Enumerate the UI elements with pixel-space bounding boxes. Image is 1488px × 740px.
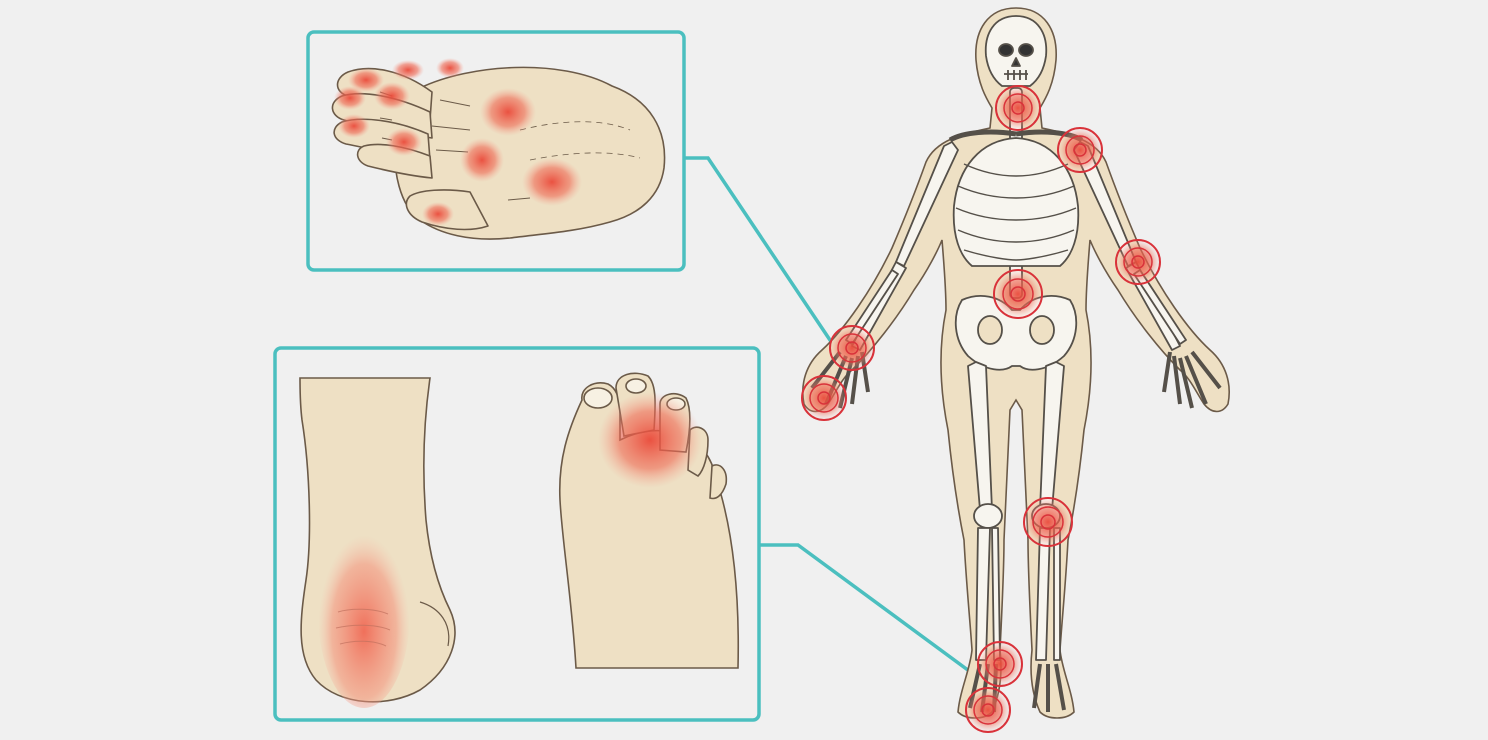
foot-callout — [275, 348, 759, 720]
joint-marker-right-elbow — [1116, 240, 1160, 284]
hand-callout — [308, 32, 684, 270]
joint-marker-right-shoulder — [1058, 128, 1102, 172]
joint-marker-lower-spine — [994, 270, 1042, 318]
joint-marker-left-ankle — [978, 642, 1022, 686]
joint-marker-left-foot — [966, 688, 1010, 732]
joint-marker-left-hand — [802, 376, 846, 420]
joint-marker-left-wrist — [830, 326, 874, 370]
joint-marker-neck — [996, 86, 1040, 130]
joint-marker-right-knee — [1024, 498, 1072, 546]
skull — [986, 16, 1047, 86]
